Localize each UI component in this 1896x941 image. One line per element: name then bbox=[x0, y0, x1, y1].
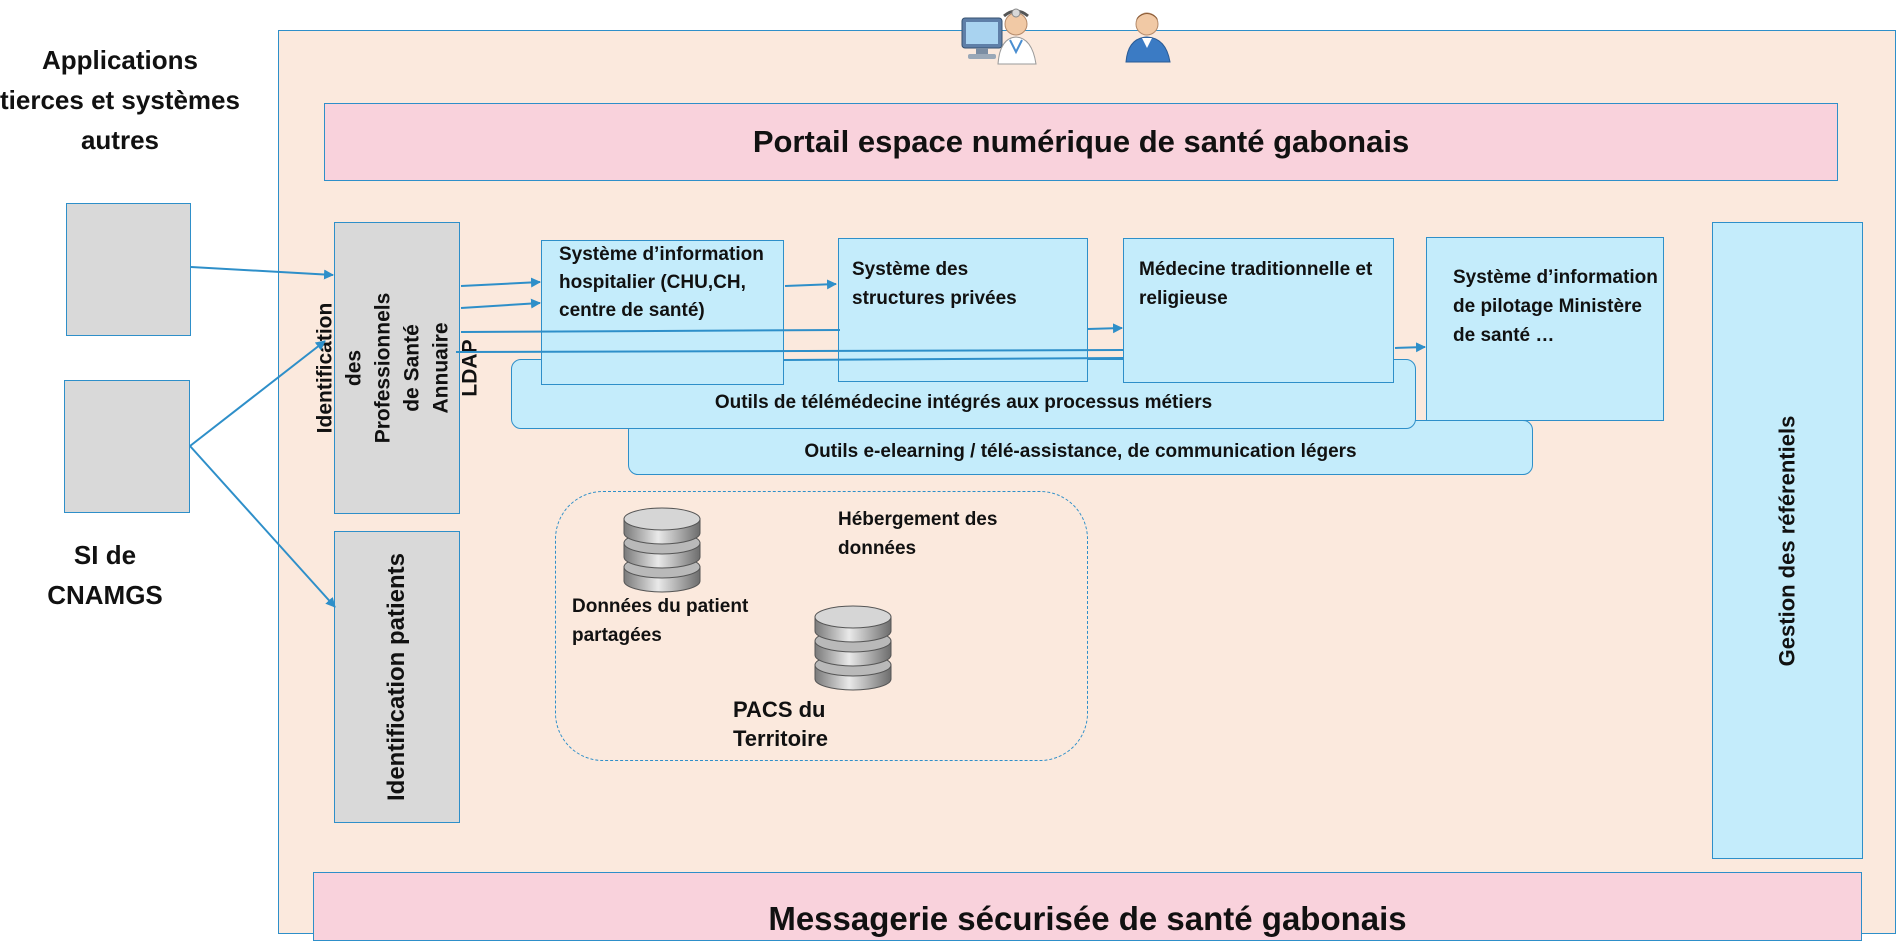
patient-data-label: Données du patient partagées bbox=[572, 596, 749, 646]
patient-data-database-icon bbox=[620, 505, 704, 595]
pacs-database-icon bbox=[811, 603, 895, 693]
user-icon bbox=[1120, 4, 1180, 66]
hospital-information-system: Système d’information hospitalier (CHU,C… bbox=[541, 240, 784, 385]
doctor-computer-icon bbox=[960, 4, 1040, 66]
private-structures-system: Système des structures privées bbox=[838, 238, 1088, 382]
cnamgs-box bbox=[64, 380, 190, 513]
data-hosting-title: Hébergement des données bbox=[838, 509, 998, 559]
elearning-tools-label: Outils e-elearning / télé-assistance, de… bbox=[804, 441, 1357, 462]
ministry-steering-system: Système d’information de pilotage Minist… bbox=[1426, 237, 1664, 421]
secure-messaging-banner: Messagerie sécurisée de santé gabonais bbox=[313, 872, 1862, 941]
label-si-cnamgs: SI de CNAMGS bbox=[47, 540, 163, 610]
ministry-steering-system-label: Système d’information de pilotage Minist… bbox=[1453, 267, 1658, 346]
traditional-medicine-system-label: Médecine traditionnelle et religieuse bbox=[1139, 259, 1373, 309]
patients-identification: Identification patients bbox=[334, 531, 460, 823]
telemedicine-tools-label: Outils de télémédecine intégrés aux proc… bbox=[714, 392, 1213, 413]
referentials-label: Gestion des référentiels bbox=[1774, 415, 1800, 666]
professionals-identification-ldap: Identification des Professionnels de San… bbox=[313, 222, 481, 514]
data-hosting-area bbox=[555, 491, 1088, 761]
hospital-information-system-label: Système d’information hospitalier (CHU,C… bbox=[559, 244, 764, 321]
traditional-medicine-system: Médecine traditionnelle et religieuse bbox=[1123, 238, 1394, 383]
professionals-identification-label: Identification des Professionnels de San… bbox=[313, 292, 482, 444]
private-structures-system-label: Système des structures privées bbox=[852, 259, 1017, 309]
label-third-party-apps: Applications tierces et systèmes autres bbox=[0, 45, 240, 155]
pacs-label: PACS du Territoire bbox=[733, 697, 828, 751]
portal-banner: Portail espace numérique de santé gabona… bbox=[324, 103, 1838, 181]
patients-identification-label: Identification patients bbox=[383, 552, 411, 802]
third-party-app-box bbox=[66, 203, 191, 336]
referentials-management: Gestion des référentiels bbox=[1712, 222, 1863, 859]
